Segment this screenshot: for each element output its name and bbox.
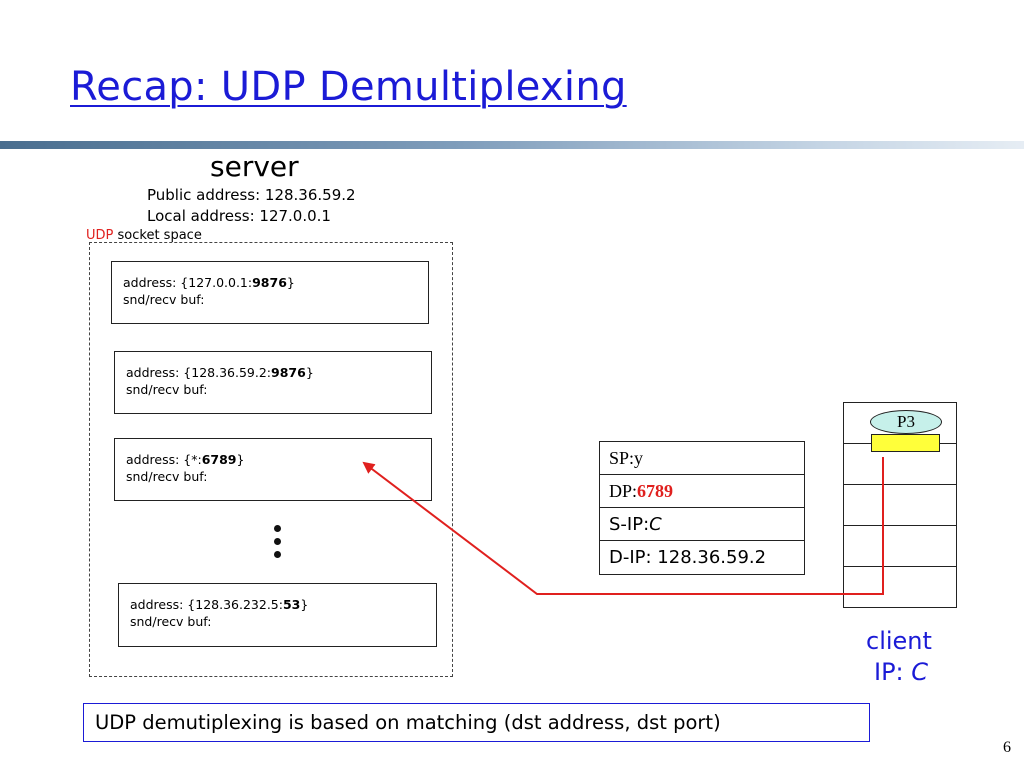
socket-4: address: {128.36.232.5:53} snd/recv buf: [118,583,437,647]
socket-buffer: snd/recv buf: [123,292,205,307]
socket-port: 6789 [201,452,237,467]
header-dp-row: DP: 6789 [600,475,804,508]
process-p3: P3 [870,410,942,434]
socket-space-udp: UDP [86,228,114,243]
header-dip-row: D-IP: 128.36.59.2 [609,547,767,568]
header-sp-row: SP: y [600,442,804,475]
socket-address: address: {128.36.59.2:9876} [126,365,314,380]
ellipsis-dot [274,525,281,532]
ellipsis-dot [274,538,281,545]
packet-header-table: SP: y DP: 6789 S-IP: C D-IP: 128.36.59.2 [599,441,805,575]
socket-buffer: snd/recv buf: [130,614,212,629]
client-ip: IP: C [874,658,929,686]
socket-port: 9876 [271,365,306,380]
header-sip-row: S-IP: C [600,508,804,541]
demux-note: UDP demutiplexing is based on matching (… [83,703,870,742]
slide-title: Recap: UDP Demultiplexing [70,64,627,110]
grid-divider [844,525,956,526]
client-socket [871,434,940,452]
socket-space-text: socket space [113,228,202,243]
socket-address: address: {128.36.232.5:53} [130,597,309,612]
socket-space [89,242,453,677]
socket-2: address: {128.36.59.2:9876} snd/recv buf… [114,351,432,414]
socket-port: 53 [282,597,301,612]
socket-1: address: {127.0.0.1:9876} snd/recv buf: [111,261,429,324]
socket-buffer: snd/recv buf: [126,469,208,484]
server-label: server [210,150,299,183]
socket-buffer: snd/recv buf: [126,382,208,397]
sip-value: C [649,513,662,535]
slide-number: 6 [1003,739,1011,756]
grid-divider [844,566,956,567]
ellipsis-dot [274,551,281,558]
socket-3: address: {*:6789} snd/recv buf: [114,438,432,501]
grid-divider [844,484,956,485]
socket-port: 9876 [252,275,287,290]
sp-value: y [634,447,644,468]
socket-address: address: {127.0.0.1:9876} [123,275,295,290]
socket-address: address: {*:6789} [126,452,245,467]
public-address: Public address: 128.36.59.2 [147,186,356,204]
title-divider [0,141,1024,149]
client-label: client [866,627,932,655]
local-address: Local address: 127.0.0.1 [147,207,331,225]
dp-value: 6789 [637,480,674,501]
socket-space-label: UDP socket space [86,228,202,243]
